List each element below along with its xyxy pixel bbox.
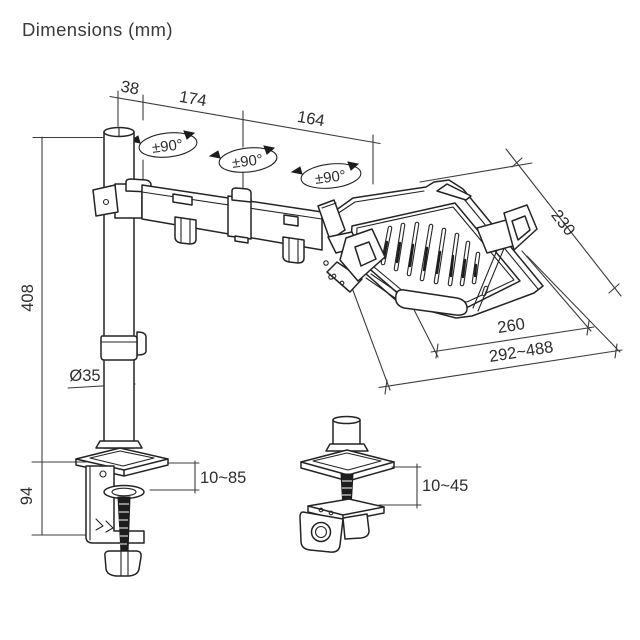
frame-bar-right [472,242,506,312]
clamp-knob [104,550,142,577]
dim-292-488 [350,255,623,395]
corner-hook-right [476,204,538,254]
dim-label-10-85: 10~85 [200,469,246,487]
grommet-mount [299,415,395,553]
laptop-tray [317,179,544,319]
grommet-pole [325,415,369,452]
pole-collar [100,331,147,361]
dim-label-diameter: Ø35 [69,367,100,385]
rotation-indicator-3 [290,161,362,189]
cable-clip-hanging-2 [282,236,305,264]
dim-label-38: 38 [119,78,140,99]
desk-clamp [75,447,169,577]
tray-front-bumper [394,289,468,316]
arm-joint [227,187,252,244]
clamp-screw [103,484,145,577]
dim-label-260: 260 [496,315,526,337]
tray-top-tab [436,183,472,201]
dim-10-45 [378,463,422,509]
dim-label-94: 94 [18,487,36,505]
dim-94 [31,461,89,536]
corner-hook-left [326,228,386,293]
clamp-body [85,465,145,544]
dim-408 [31,136,104,463]
dim-label-10-45: 10~45 [422,477,468,495]
cable-clip-hanging-1 [174,216,197,245]
rotation-label-1: ±90° [151,136,184,157]
dim-230 [419,148,622,297]
grommet-bracket [299,511,370,553]
vent-slots [368,221,489,297]
arm [92,178,323,264]
diagram-title: Dimensions (mm) [22,19,173,40]
labels: Dimensions (mm) 38 174 164 ±90° ±90° ±90… [18,19,579,505]
cable-clip-top-1 [172,193,193,206]
dimension-lines [31,90,623,536]
dim-10-85 [149,460,200,494]
dim-label-230: 230 [547,207,578,240]
dim-label-408: 408 [19,284,37,312]
dim-label-174: 174 [178,88,208,111]
rotation-indicator-2 [208,145,278,173]
cable-clip-top-2 [283,214,299,227]
dim-label-164: 164 [296,108,326,131]
pole [95,126,147,449]
pole-base-joint [95,440,143,449]
rotation-label-2: ±90° [231,151,264,172]
rotation-label-3: ±90° [314,167,347,188]
